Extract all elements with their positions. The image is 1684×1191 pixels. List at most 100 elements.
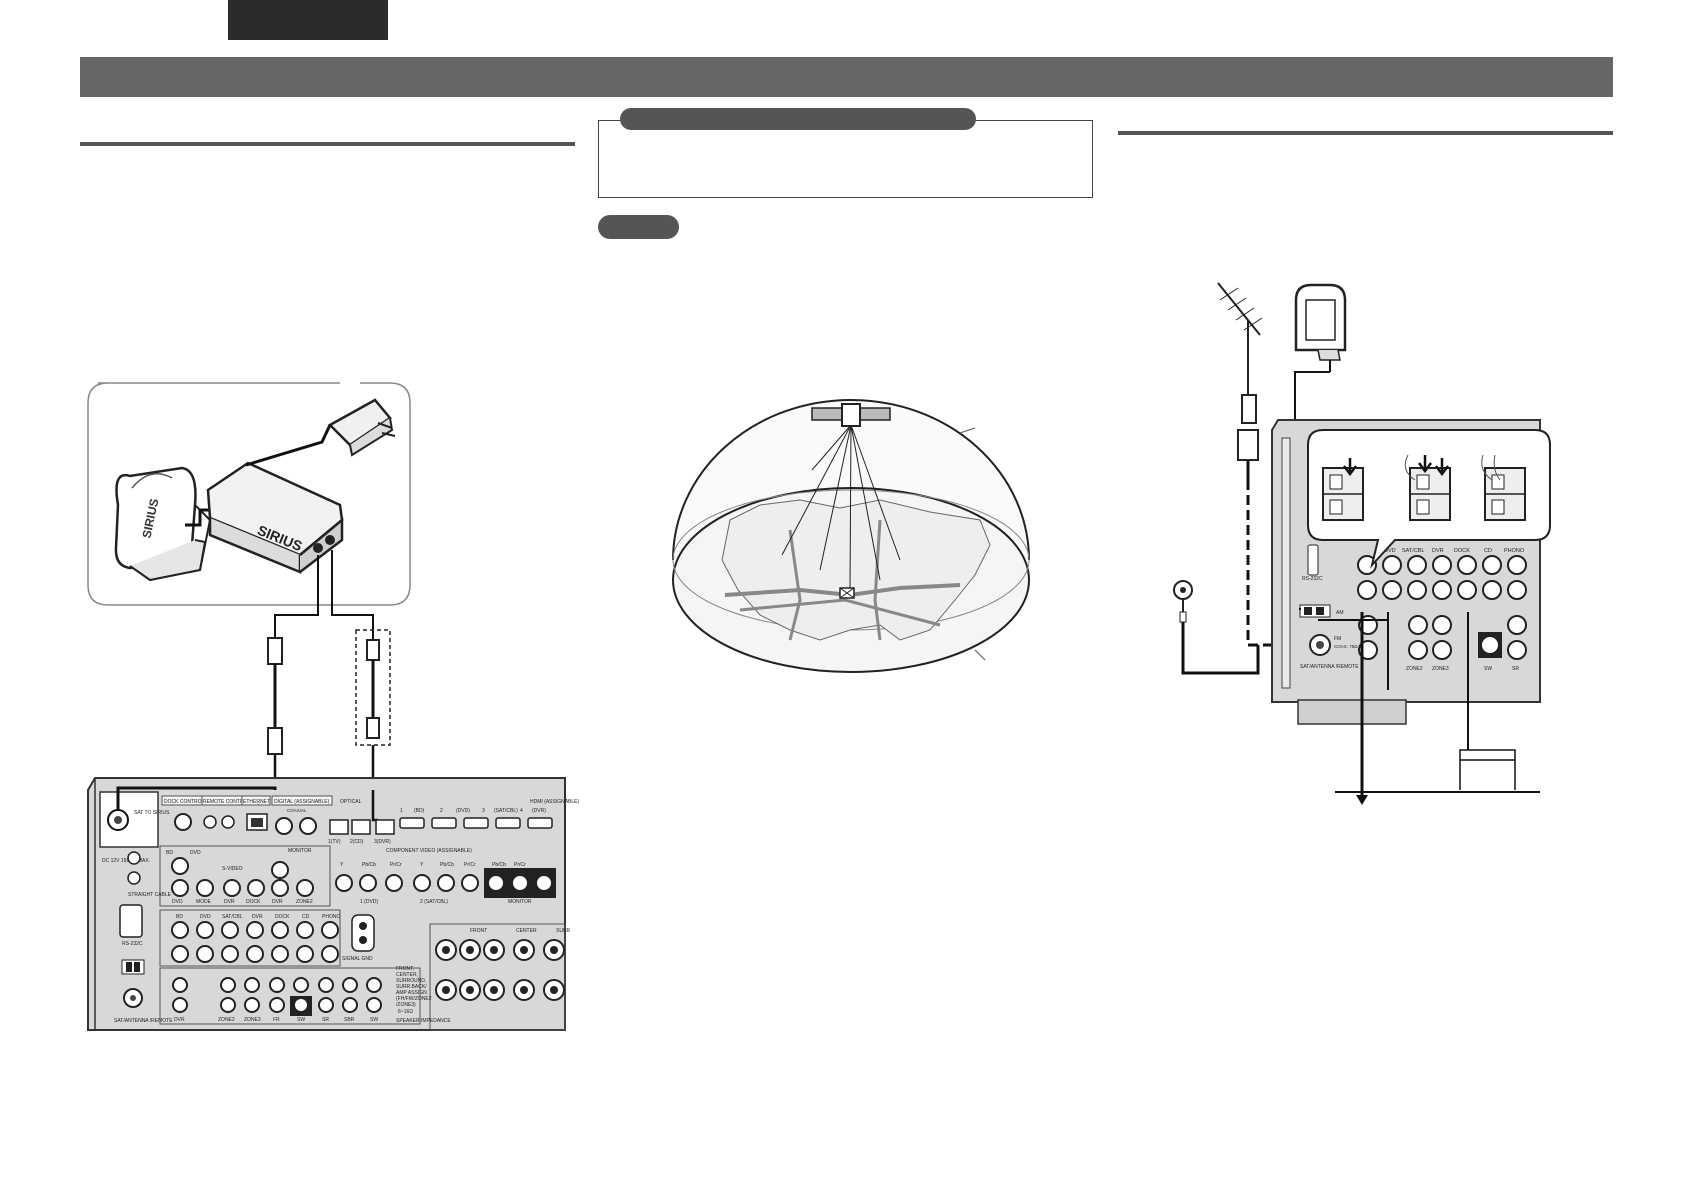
spk-note-0: FRONT, (396, 966, 414, 972)
r-sw: SW (1484, 666, 1492, 672)
spk-front: FRONT (470, 928, 487, 934)
comp-pr3: Pr/Cr (514, 862, 526, 868)
comp-sub-1: 1 (DVD) (360, 899, 378, 905)
hdmi-input-row: 1 (BD) 2 (DVD) 3 (SAT/CBL) 4 (DVR) (399, 808, 553, 829)
video2-dvr: DVR (224, 899, 235, 905)
video2-mode: MODE (196, 899, 212, 905)
hdmi-3-name: (SAT/CBL) (494, 808, 518, 814)
speaker-note-block: FRONT, CENTER, SURROUND, SURR.BACK/ AMP … (396, 966, 451, 1024)
optical-label: OPTICAL (340, 799, 362, 805)
component-title: COMPONENT VIDEO (ASSIGNABLE) (386, 848, 472, 854)
zone-sw2: SW (370, 1017, 378, 1023)
r-audio-dvd: DVD (1384, 548, 1396, 554)
video2-zone2: ZONE2 (296, 899, 313, 905)
video-bd-label: BD (166, 850, 173, 856)
optical-input-2: 2(CD) (350, 839, 364, 845)
sirius-tuner-frame (87, 382, 411, 606)
spk-impedance: SPEAKER IMPEDANCE (396, 1018, 451, 1024)
s-video-label: S-VIDEO (222, 866, 243, 872)
r-audio-dock: DOCK (1454, 548, 1470, 554)
r-rs232c: RS-232C (1302, 576, 1323, 582)
sat-to-sirius-label: SAT TO SIRIUS (134, 810, 170, 816)
left-column-rule (80, 142, 575, 146)
comp-y2: Y (420, 862, 424, 868)
hdmi-2-name: (DVD) (456, 808, 470, 814)
zone-sbr: SBR (344, 1017, 355, 1023)
remote-control-label: REMOTE CONTROL (203, 799, 250, 805)
spk-center: CENTER (516, 928, 537, 934)
video2-dock: DOCK (246, 899, 261, 905)
hdmi-4-num: 4 (520, 808, 523, 814)
comp-pb1: Pb/Cb (362, 862, 376, 868)
video2-dvr2: DVR (272, 899, 283, 905)
comp-pr2: Pr/Cr (464, 862, 476, 868)
comp-pb2: Pb/Cb (440, 862, 454, 868)
spk-note-1: CENTER, (396, 972, 418, 978)
spk-surr: SURR (556, 928, 571, 934)
hdmi-3-num: 3 (482, 808, 485, 814)
optical-input-1: 1(TV) (328, 839, 341, 845)
zone-output-row: DVR ZONE2 ZONE3 FR SW SR SBR SW (159, 967, 421, 1025)
comp-pb3: Pb/Cb (492, 862, 506, 868)
r-fm-label: FM (1334, 636, 1341, 642)
satellite-coverage-illustration (672, 399, 1030, 673)
r-audio-cd: CD (1484, 548, 1492, 554)
comp-pr1: Pr/Cr (390, 862, 402, 868)
am-terminal-callout (1307, 429, 1551, 569)
comp-sub-2: 2 (SAT/CBL) (420, 899, 448, 905)
audio-input-row: BD DVD SAT/CBL DVR DOCK CD PHONO (159, 909, 341, 967)
speaker-terminals: FRONT CENTER SURR (429, 923, 571, 1031)
hdmi-2-num: 2 (440, 808, 443, 814)
zone-zone2: ZONE2 (218, 1017, 235, 1023)
audio-bd: BD (176, 914, 183, 920)
sirius-cable-connector (267, 637, 283, 790)
r-audio-dvr: DVR (1432, 548, 1444, 554)
monitor-label: MONITOR (288, 848, 312, 854)
ethernet-label: ETHERNET (243, 799, 270, 805)
optical-input-3: 3(DVR) (374, 839, 391, 845)
spk-note-3: SURR.BACK/ (396, 984, 427, 990)
spk-note-2: SURROUND, (396, 978, 426, 984)
hdmi-label: HDMI (ASSIGNABLE) (530, 799, 580, 805)
r-audio-phono: PHONO (1504, 548, 1525, 554)
r-zone3: ZONE3 (1432, 666, 1449, 672)
audio-phono: PHONO (322, 914, 340, 920)
optional-cable (355, 629, 391, 790)
zone-sr: SR (322, 1017, 329, 1023)
hdmi-4-name: (DVR) (532, 808, 546, 814)
note-box-tab (620, 108, 976, 130)
section-header-bar (80, 57, 1613, 97)
dock-control-label: DOCK CONTROL (164, 799, 205, 805)
comp-sub-3: MONITOR (508, 899, 532, 905)
r-zone2: ZONE2 (1406, 666, 1423, 672)
note-label-pill (598, 215, 679, 239)
coaxial-label: COAXIAL (287, 808, 307, 813)
r-coax-label: COAX. 75Ω (1334, 644, 1358, 649)
r-antenna-label: SAT/ANTENNA /REMOTE (1300, 664, 1359, 670)
audio-dvd: DVD (200, 914, 211, 920)
right-column-rule (1118, 131, 1613, 135)
audio-satcbl: SAT/CBL (222, 914, 243, 920)
spk-note-6: /ZONE3) (396, 1002, 416, 1008)
audio-cd: CD (302, 914, 310, 920)
signal-gnd-label: SIGNAL GND (342, 956, 373, 962)
language-tab (228, 0, 388, 40)
r-am-label: AM (1336, 610, 1344, 616)
component-video-block: COMPONENT VIDEO (ASSIGNABLE) Y Pb/Cb Pr/… (335, 848, 556, 905)
zone-fr: FR (273, 1017, 280, 1023)
straight-cable-label: STRAIGHT CABLE (128, 892, 172, 898)
video2-dvd: DVD (172, 899, 183, 905)
comp-y1: Y (340, 862, 344, 868)
digital-assignable-label: DIGITAL (ASSIGNABLE) (274, 799, 330, 805)
receiver-rear-panel-left: SAT TO SIRIUS DOCK CONTROL REMOTE CONTRO… (87, 777, 580, 1031)
power-adapter (245, 398, 396, 467)
spk-note-7: 6~16Ω (398, 1009, 413, 1015)
video-dvd-label: DVD (190, 850, 201, 856)
ground-terminal (1173, 580, 1260, 675)
audio-dvr: DVR (252, 914, 263, 920)
antenna-label-left: SAT/ANTENNA /REMOTE (114, 1018, 173, 1024)
audio-dock: DOCK (275, 914, 290, 920)
spk-note-5: (FH/FW/ZONE2 (396, 996, 432, 1002)
zone-sw: SW (297, 1017, 305, 1023)
